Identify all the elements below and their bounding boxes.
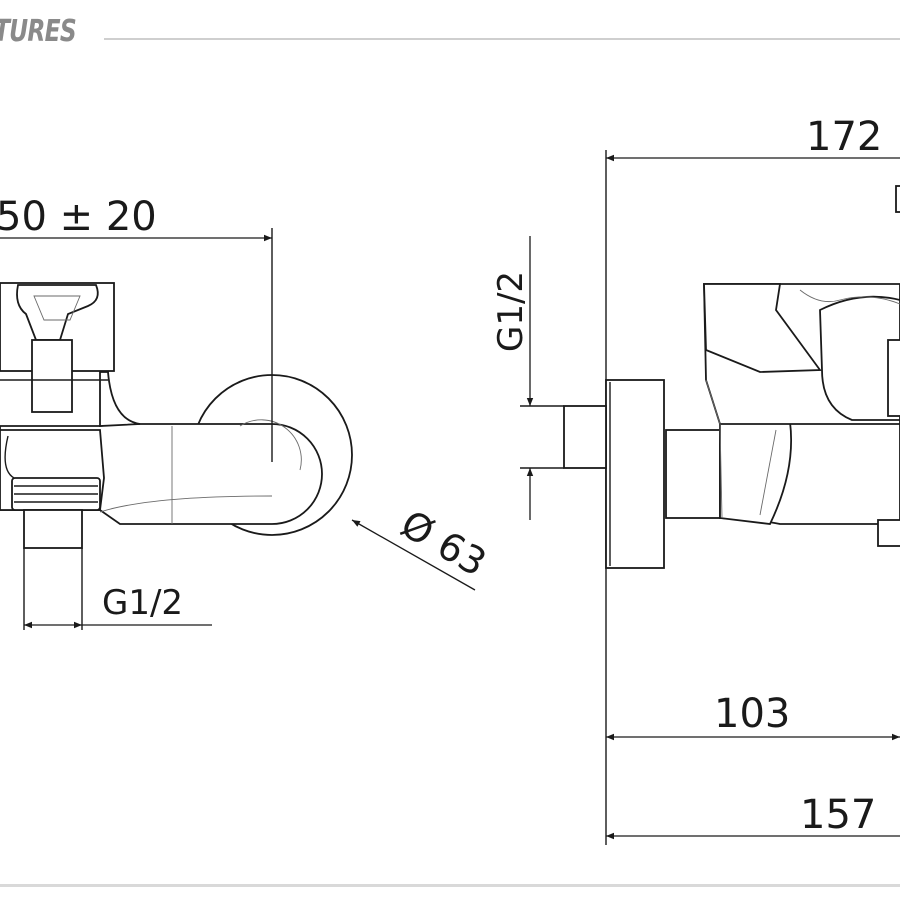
lever-head: [16, 284, 99, 341]
diverter-curve: [4, 435, 15, 479]
front-view: 50 ± 20 G1/2 Ø 63: [0, 194, 494, 630]
diameter-leader: [351, 519, 476, 591]
footer-divider: [0, 884, 900, 887]
body-inner-curve: [239, 419, 302, 471]
header-divider: [104, 38, 900, 40]
outlet-nipple: [23, 509, 83, 549]
rosette-plate: [605, 379, 665, 569]
eccentric-connector: [665, 429, 723, 519]
lever-cap: [887, 339, 900, 417]
outlet-thread-label: G1/2: [102, 583, 183, 623]
spacing-label: 50 ± 20: [0, 194, 157, 240]
lever-side: [819, 295, 900, 421]
housing-shadow: [703, 283, 822, 373]
side-body-hidden: [759, 429, 777, 516]
lever-inner: [33, 295, 81, 321]
lever-side-curve: [799, 289, 900, 305]
depth-157-label: 157: [800, 792, 876, 838]
mixer-neck: [99, 371, 141, 427]
lever-stem: [31, 339, 73, 413]
top-right-stub: [895, 185, 900, 213]
inlet-thread-label: G1/2: [491, 271, 531, 352]
inlet-nipple: [563, 405, 607, 469]
body-hidden-curve: [99, 495, 273, 513]
depth-172-label: 172: [806, 114, 882, 160]
side-body-front: [719, 421, 793, 525]
side-view: 172 G1/2 103 157: [491, 114, 900, 845]
side-outlet: [877, 519, 900, 547]
depth-103-label: 103: [714, 691, 790, 737]
housing-hidden: [705, 379, 723, 519]
section-title: TURES: [0, 14, 77, 49]
